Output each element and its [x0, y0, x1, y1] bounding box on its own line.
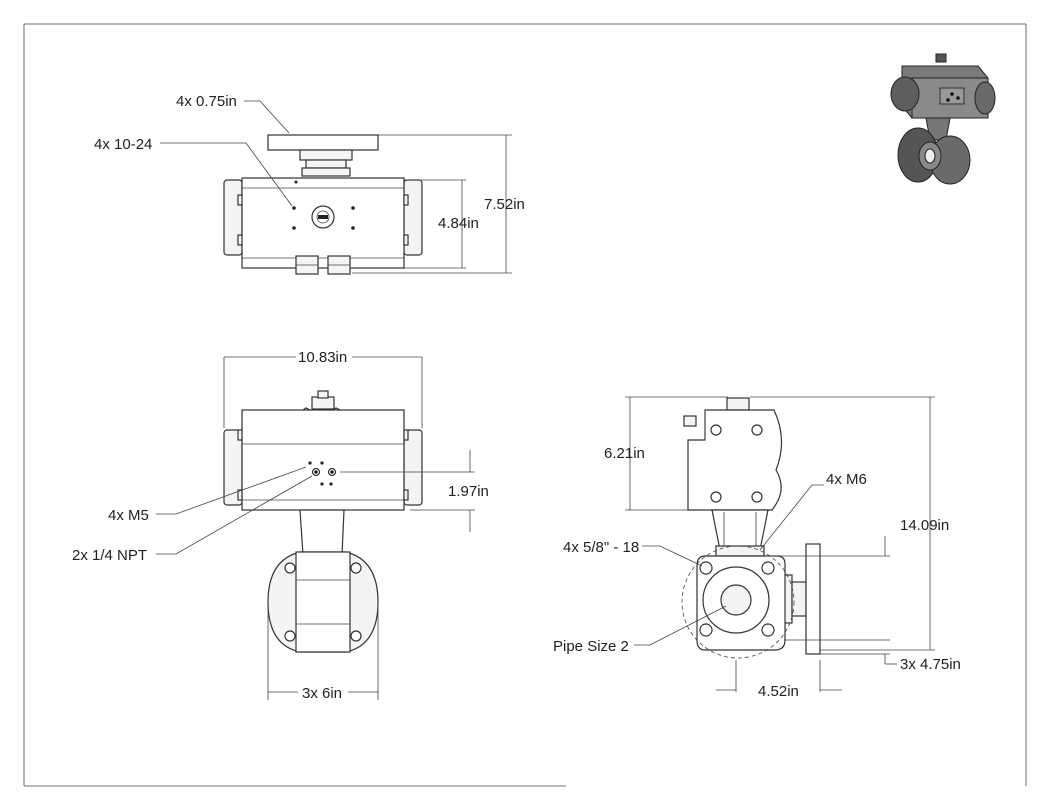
callout-front-ports: 4x M5: [108, 507, 149, 524]
dimension-top-height: 7.52in: [484, 196, 525, 213]
top-view: [160, 100, 512, 275]
dimension-front-flange: 3x 6in: [302, 685, 342, 702]
dimension-front-width: 10.83in: [298, 349, 347, 366]
callout-side-mount: 4x M6: [826, 471, 867, 488]
isometric-valve-icon: [890, 53, 996, 185]
dimension-side-top: 6.21in: [604, 445, 645, 462]
callout-top-bolts: 4x 0.75in: [176, 93, 237, 110]
callout-front-npt: 2x 1/4 NPT: [72, 547, 147, 564]
dimension-side-width: 4.52in: [758, 683, 799, 700]
callout-pipe-size: Pipe Size 2: [553, 638, 629, 655]
side-view: [625, 396, 935, 692]
dimension-side-bolt-circle: 3x 4.75in: [900, 656, 961, 673]
front-view: [156, 356, 475, 700]
dimension-front-ports-offset: 1.97in: [448, 483, 489, 500]
callout-top-thread: 4x 10-24: [94, 136, 152, 153]
drawing-border: [23, 23, 1027, 787]
callout-side-flange-thread: 4x 5/8" - 18: [563, 539, 639, 556]
dimension-top-body: 4.84in: [438, 215, 479, 232]
dimension-side-total: 14.09in: [900, 517, 949, 534]
